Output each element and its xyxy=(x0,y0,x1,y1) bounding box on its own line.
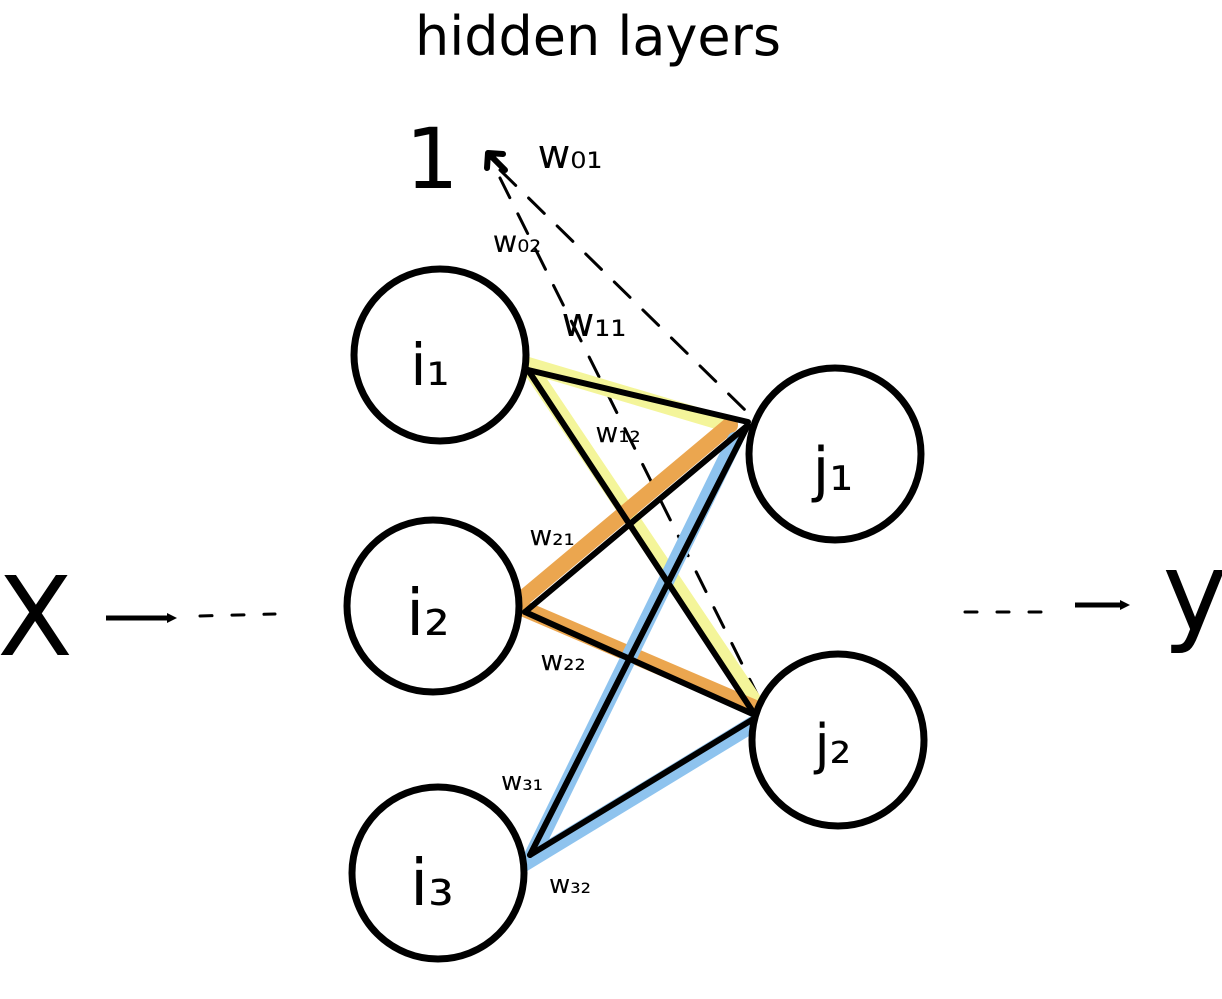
edge-i3-j2 xyxy=(527,715,758,858)
input-node-i3 xyxy=(348,783,528,963)
edge-i3-j1 xyxy=(527,422,751,858)
input-flow-dots xyxy=(198,612,277,618)
weight-label-w22: w₂₂ xyxy=(540,644,585,677)
edge-bias-j2 xyxy=(498,176,762,702)
weight-label-w11: w₁₁ xyxy=(562,300,627,346)
node-label-j2: j₂ xyxy=(814,713,852,776)
weight-label-w32: w₃₂ xyxy=(549,870,591,900)
bias-arrow-icon xyxy=(484,150,508,173)
weight-label-w01: w₀₁ xyxy=(538,132,603,178)
hidden-node-j1 xyxy=(745,364,925,544)
weight-label-w12: w₁₂ xyxy=(595,416,640,449)
edge-i1-j1 xyxy=(525,367,751,425)
edge-i1-j2 xyxy=(525,367,758,718)
hidden-node-j2 xyxy=(748,650,928,830)
weight-label-w02: w₀₂ xyxy=(493,225,542,260)
output-label-y: y xyxy=(1162,528,1222,656)
diagram-title: hidden layers xyxy=(415,5,781,68)
edge-i2-j2 xyxy=(522,609,758,718)
edge-bias-j1 xyxy=(498,168,747,412)
input-node-i1 xyxy=(350,265,530,445)
bias-label: 1 xyxy=(405,110,458,208)
node-label-j1: j₁ xyxy=(811,435,854,505)
node-label-i1: i₁ xyxy=(410,331,449,399)
edge-i2-j1 xyxy=(522,422,751,615)
node-label-i2: i₂ xyxy=(406,577,449,651)
input-node-i2 xyxy=(343,516,523,696)
node-label-i3: i₃ xyxy=(410,847,453,921)
weight-label-w31: w₃₁ xyxy=(501,767,543,797)
weight-label-w21: w₂₁ xyxy=(529,519,574,552)
input-label-x: X xyxy=(0,553,73,681)
